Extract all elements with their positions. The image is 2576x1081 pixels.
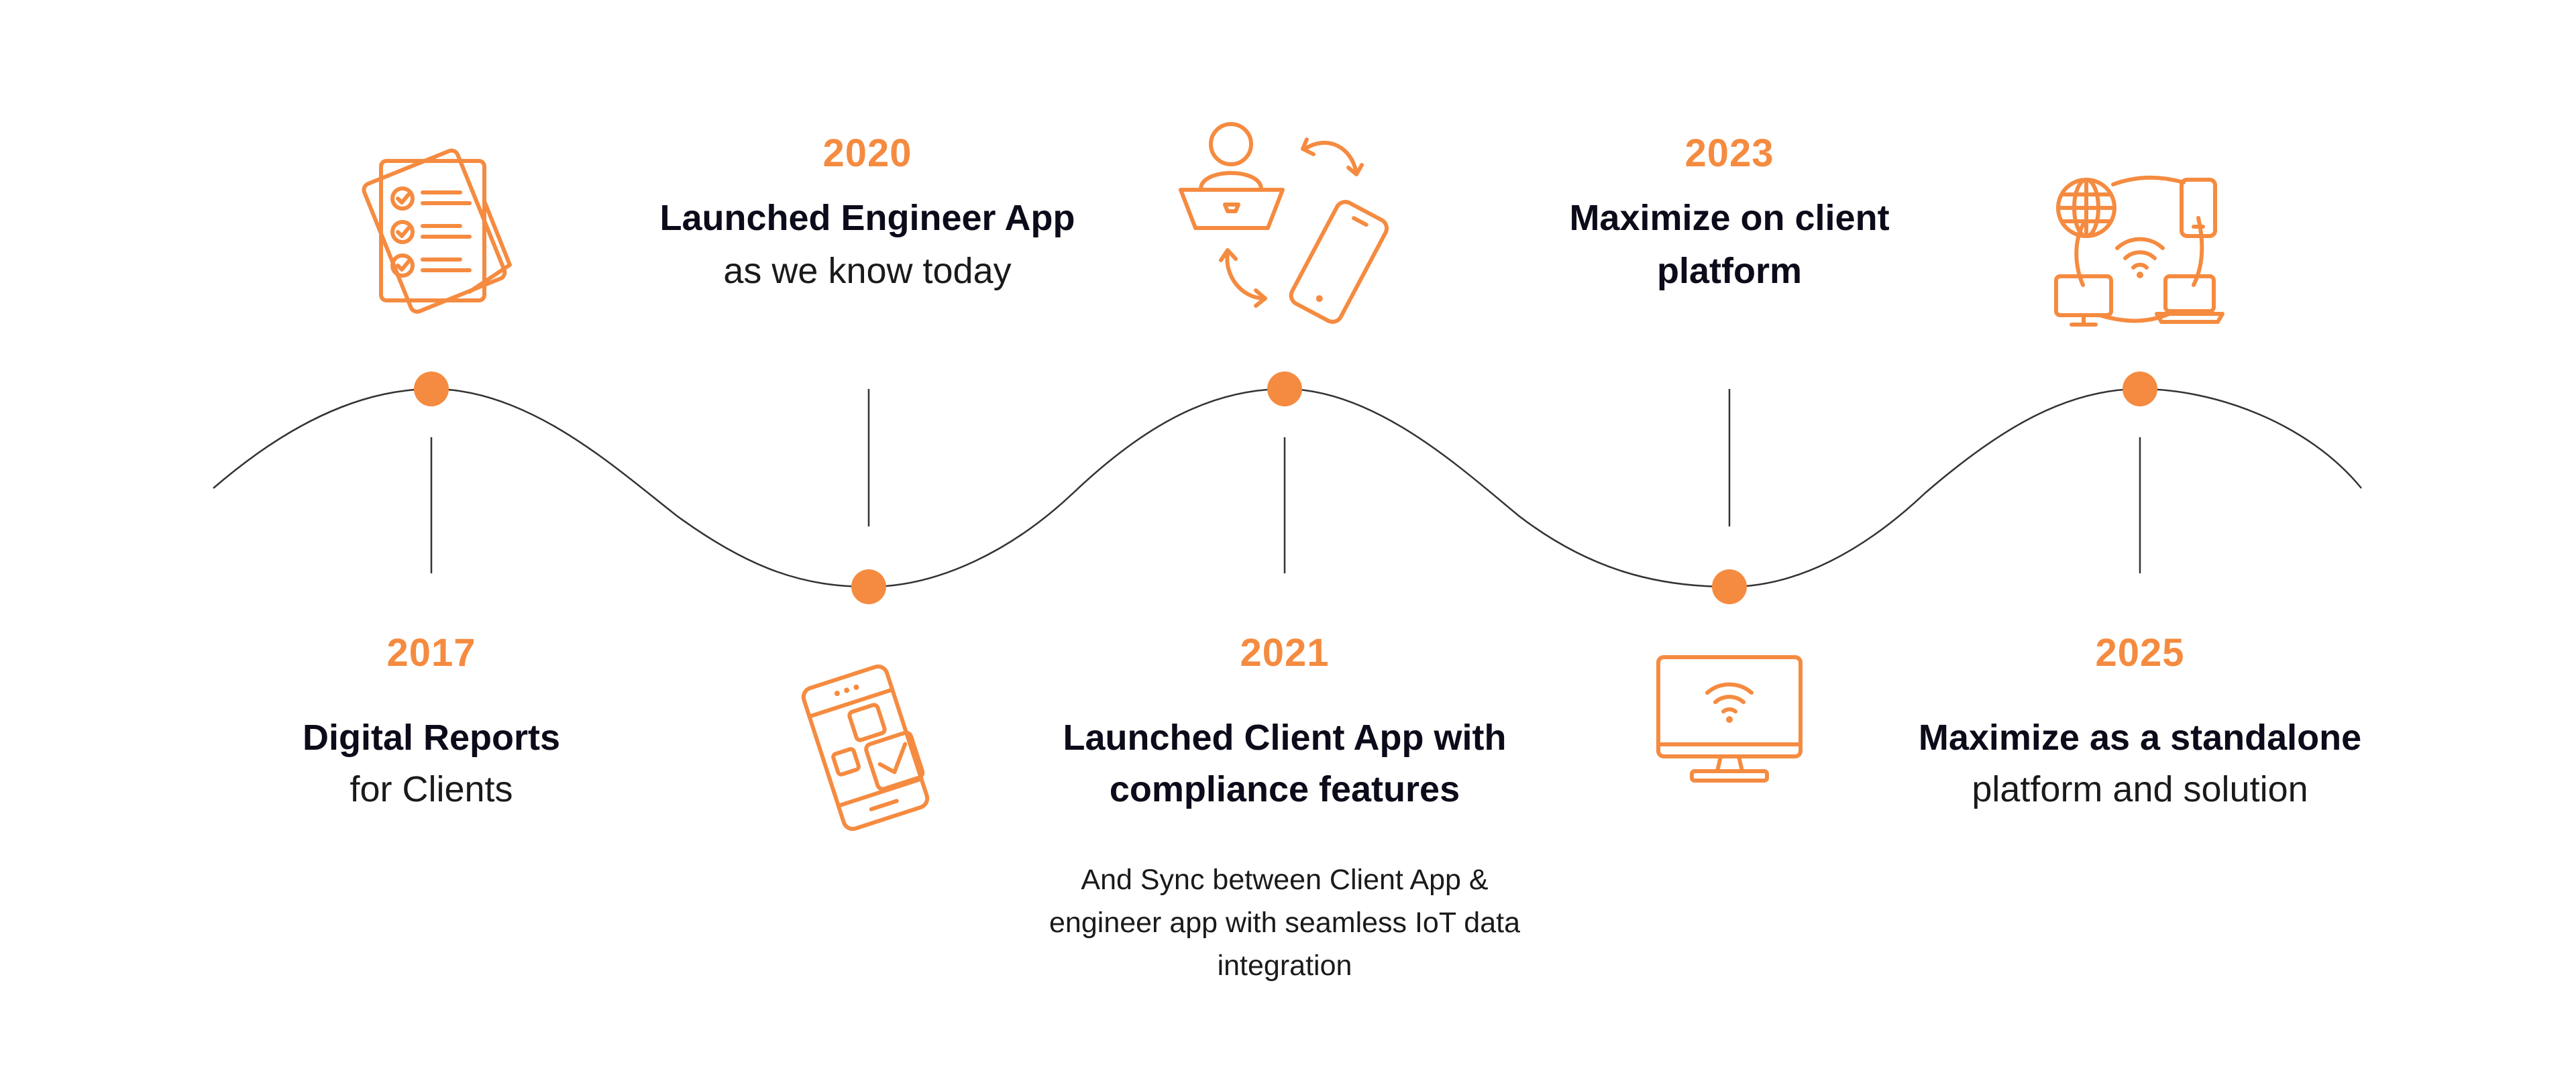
- subtitle-2017: for Clients: [350, 769, 513, 809]
- milestone-dot-2021: [1267, 372, 1302, 406]
- connected-devices-network-icon: [2054, 175, 2224, 327]
- title-2025: Maximize as a standalone: [1918, 718, 2362, 758]
- title-2023-line-1: Maximize on client: [1569, 198, 1890, 238]
- note-2021-line-1: And Sync between Client App &: [1081, 864, 1489, 896]
- subtitle-2020: as we know today: [723, 251, 1012, 291]
- year-2023: 2023: [1684, 131, 1774, 175]
- milestone-dot-2023: [1712, 569, 1747, 604]
- subtitle-2025: platform and solution: [1972, 769, 2308, 809]
- milestone-dot-2017: [414, 372, 449, 406]
- milestone-dot-2025: [2123, 372, 2157, 406]
- timeline-wave: [213, 388, 2362, 588]
- user-laptop-phone-sync-icon: [1179, 122, 1389, 324]
- title-2021-line-1: Launched Client App with: [1063, 718, 1507, 758]
- checklist-documents-icon: [362, 148, 512, 314]
- mobile-app-icon: [801, 664, 930, 832]
- year-2021: 2021: [1240, 631, 1330, 675]
- title-2021-line-2: compliance features: [1109, 769, 1460, 809]
- note-2021-line-3: integration: [1217, 950, 1352, 982]
- year-2025: 2025: [2095, 631, 2185, 675]
- note-2021-line-2: engineer app with seamless IoT data: [1049, 907, 1520, 939]
- title-2020: Launched Engineer App: [659, 198, 1075, 238]
- wifi-monitor-icon: [1656, 655, 1803, 783]
- year-2017: 2017: [386, 631, 476, 675]
- title-2023-line-2: platform: [1657, 251, 1802, 291]
- year-2020: 2020: [822, 131, 912, 175]
- milestone-dot-2020: [851, 569, 886, 604]
- title-2017: Digital Reports: [302, 718, 561, 758]
